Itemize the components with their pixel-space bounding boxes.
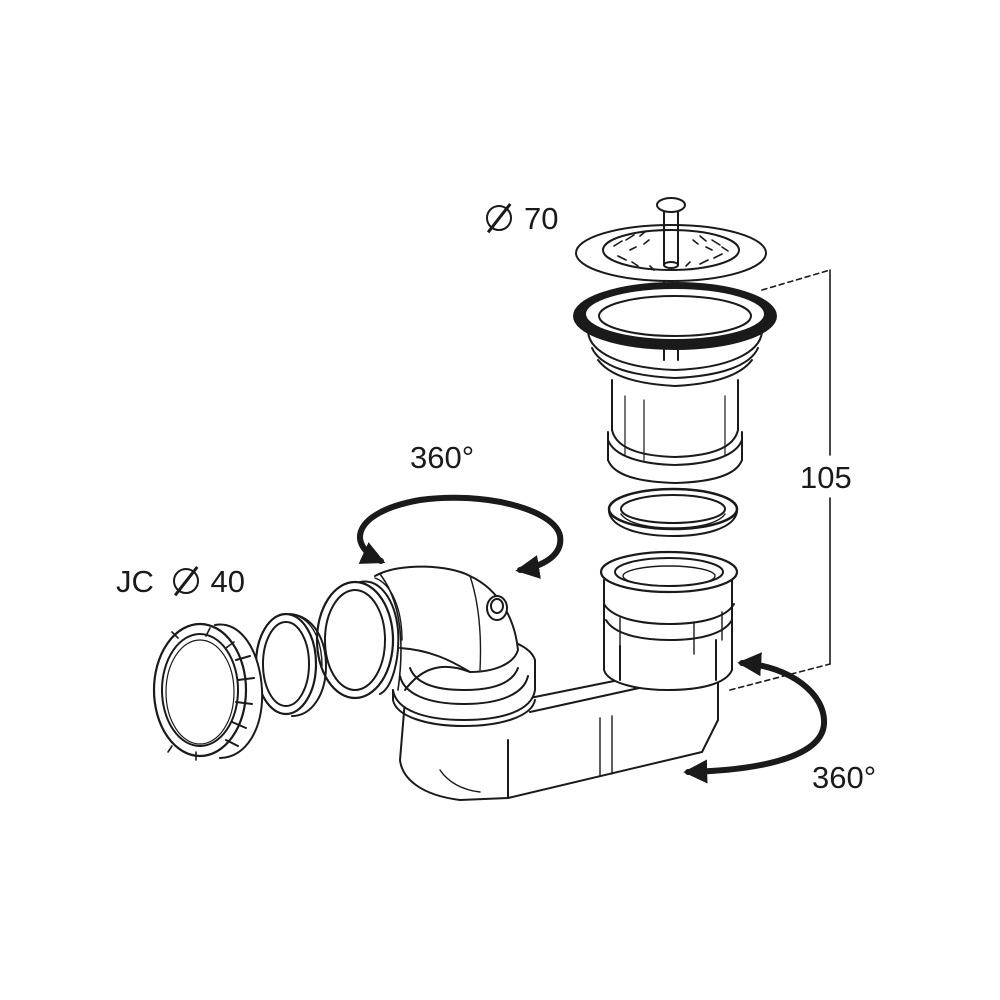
siphon-body	[315, 550, 739, 801]
rotation-arrow-icon-body	[683, 652, 828, 784]
outlet-nut	[152, 622, 264, 761]
outlet-diameter-label: JC 40	[116, 566, 245, 597]
perforations	[613, 230, 729, 271]
outlet-diameter-value: 40	[210, 564, 245, 599]
body-rotation-label: 360°	[812, 760, 877, 795]
flat-washer	[607, 487, 739, 537]
rotation-arrow-icon-elbow	[357, 494, 564, 579]
strainer-basket	[573, 197, 777, 484]
strainer-diameter-value: 70	[524, 201, 559, 236]
outlet-gasket	[254, 612, 327, 717]
height-dimension-line	[729, 269, 831, 691]
diameter-symbol-icon	[486, 205, 512, 231]
elbow-rotation-label: 360°	[410, 440, 475, 475]
height-label: 105	[800, 460, 852, 495]
strainer-diameter-label: 70	[486, 203, 558, 234]
diameter-symbol-icon	[172, 568, 199, 594]
outlet-prefix: JC	[116, 564, 154, 599]
